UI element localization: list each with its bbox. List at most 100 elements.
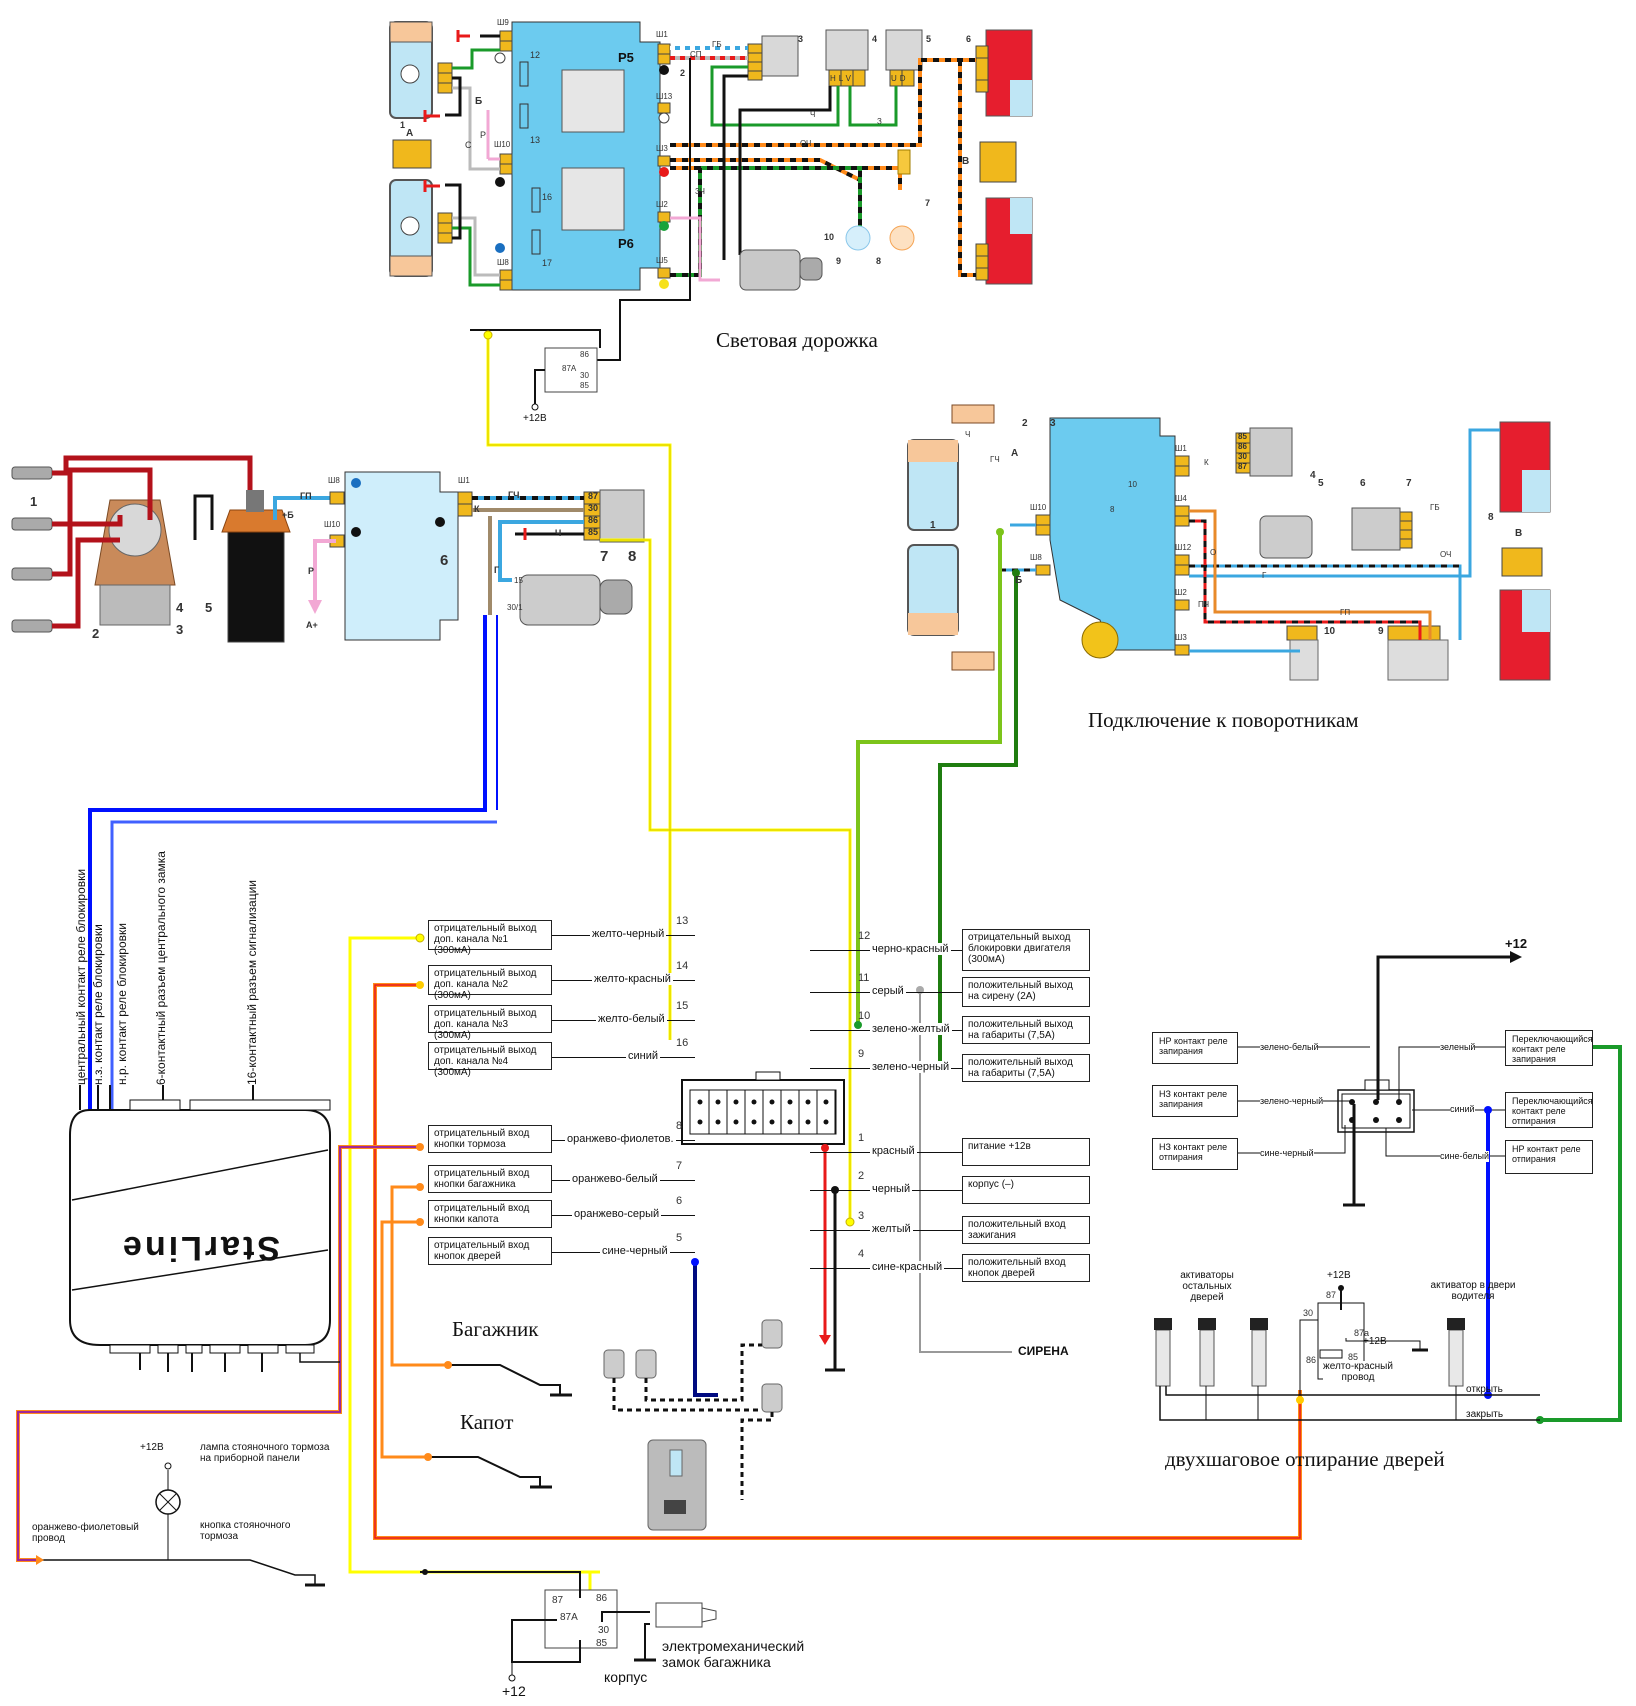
connector-pin — [715, 1119, 721, 1125]
caption-trunk: Багажник — [452, 1317, 539, 1341]
connector-pin — [697, 1099, 703, 1105]
lock-wire-label: зеленый — [1440, 1042, 1476, 1053]
pin-h: H — [830, 74, 839, 83]
relay-pin: 85 — [588, 527, 599, 537]
pin-u: U — [891, 74, 900, 83]
two-step-wire-label: желто-красный провод — [1323, 1361, 1393, 1383]
connector-label: Ш8 — [1030, 553, 1042, 562]
wire-color-label: оранжево-белый — [570, 1173, 660, 1185]
connector-pin — [769, 1119, 775, 1125]
light-path-relay — [544, 347, 598, 393]
connector-label: Ш3 — [1175, 633, 1187, 642]
wire-code: Ч — [810, 110, 816, 119]
wire-code: Г — [1262, 571, 1267, 580]
channel-box-left: отрицательный выход доп. канала №3 (300м… — [428, 1005, 552, 1041]
channel-box-right: корпус (–) — [962, 1176, 1090, 1204]
channel-box-left: отрицательный вход кнопок дверей — [428, 1237, 552, 1265]
ignition-module-diagram — [11, 455, 645, 643]
switch-pins: HLV — [830, 74, 854, 83]
pin-15-label: 15 — [514, 576, 523, 585]
pin-number: 6 — [676, 1195, 683, 1207]
pin-number: 5 — [676, 1232, 683, 1244]
item-number: 2 — [1022, 418, 1028, 429]
connector-label: Ш8 — [328, 476, 340, 485]
connector-pin — [769, 1099, 775, 1105]
wire-color-label: черно-красный — [870, 943, 951, 955]
pin-d: D — [899, 74, 909, 83]
wire-color-label: серый — [870, 985, 906, 997]
caption-siren: СИРЕНА — [1018, 1344, 1069, 1358]
item-number: 9 — [836, 256, 842, 266]
control-block-6 — [344, 471, 459, 641]
item-number: 3 — [798, 34, 804, 44]
wire-code: З — [877, 117, 882, 126]
item-number: 1 — [930, 520, 936, 531]
channel-box-left: отрицательный выход доп. канала №2 (300м… — [428, 965, 552, 1001]
trunk-lock-actuator — [655, 1602, 703, 1628]
bulb-7 — [897, 149, 911, 175]
lock-wire-label: сине-белый — [1440, 1151, 1490, 1162]
parking-lamp-label: лампа стояночного тормоза на приборной п… — [200, 1442, 330, 1464]
relay-pin: 87 — [588, 491, 599, 501]
relay-pin: 87 — [1326, 1290, 1337, 1300]
item-number: 9 — [1378, 626, 1384, 637]
connector-label: Ш10 — [324, 520, 341, 529]
wire-code: Г — [494, 565, 500, 575]
relay-pin: 87 — [552, 1595, 564, 1606]
item-number: 7 — [925, 198, 931, 208]
pin-number: 13 — [676, 915, 689, 927]
relay-7 — [599, 489, 645, 543]
item-letter: В — [1515, 528, 1523, 539]
trunk-plus-label: +12 — [502, 1683, 526, 1699]
item-number: 8 — [628, 548, 637, 565]
alarm-wiring — [16, 330, 1304, 1682]
channel-line — [552, 1057, 695, 1058]
item-number: 8 — [1488, 512, 1494, 523]
wire-color-label: желтый — [870, 1223, 913, 1235]
relay-pin: 30 — [588, 503, 599, 513]
connector-pin — [715, 1099, 721, 1105]
pin-number: 9 — [858, 1048, 865, 1060]
relay-p5 — [561, 69, 625, 133]
lock-label-box: Переключающийся контакт реле отпирания — [1505, 1092, 1593, 1128]
lock-wire-label: зелено-черный — [1260, 1096, 1324, 1107]
connector-label: Ш9 — [497, 18, 509, 27]
lock-wire-label: синий — [1450, 1104, 1475, 1115]
lock-wire-label: зелено-белый — [1260, 1042, 1319, 1053]
pin-v: V — [845, 74, 854, 83]
item-letter: В — [962, 156, 970, 167]
channel-box-left: отрицательный выход доп. канала №4 (300м… — [428, 1042, 552, 1078]
item-number: 3 — [1050, 418, 1056, 429]
connector-label: Ш10 — [1030, 503, 1047, 512]
item-number: 10 — [1324, 626, 1336, 637]
connector-pin — [823, 1119, 829, 1125]
fuse-label: 10 — [1128, 480, 1137, 489]
item-number: 6 — [966, 34, 972, 44]
lock-label-box: Переключающийся контакт реле запирания — [1505, 1030, 1593, 1066]
connector-pin — [751, 1099, 757, 1105]
relay-pin: 86 — [596, 1593, 608, 1604]
wire-color-label: желто-белый — [596, 1013, 667, 1025]
close-label: закрыть — [1466, 1409, 1504, 1420]
turn-signal-module-diagram — [907, 404, 1551, 681]
wire-code: ПЧ — [1198, 600, 1210, 609]
pin-number: 7 — [676, 1160, 683, 1172]
unit-connector-label: н.р. контакт реле блокировки — [115, 923, 129, 1085]
relay-pin: 86 — [1238, 442, 1247, 451]
unit-connector-label: центральный контакт реле блокировки — [74, 868, 88, 1085]
wire-code: С — [465, 140, 472, 150]
item-letter: А — [1011, 448, 1019, 459]
hazard-switch-6 — [1351, 507, 1401, 551]
parking-plus-label: +12В — [140, 1442, 164, 1453]
wire-code: О — [1210, 548, 1217, 557]
connector-pin — [697, 1119, 703, 1125]
relay-pin: 86 — [580, 350, 589, 359]
two-step-plus1: +12В — [1327, 1270, 1351, 1281]
connector-label: Ш13 — [656, 92, 673, 101]
caption-light-path: Световая дорожка — [716, 328, 878, 352]
unit-connector-label: 16-контактный разъем сигнализации — [245, 880, 259, 1085]
wire-code: СП — [690, 50, 702, 59]
connector-pin — [805, 1099, 811, 1105]
pin-number: 14 — [676, 960, 689, 972]
connector-label: Ш12 — [1175, 543, 1192, 552]
